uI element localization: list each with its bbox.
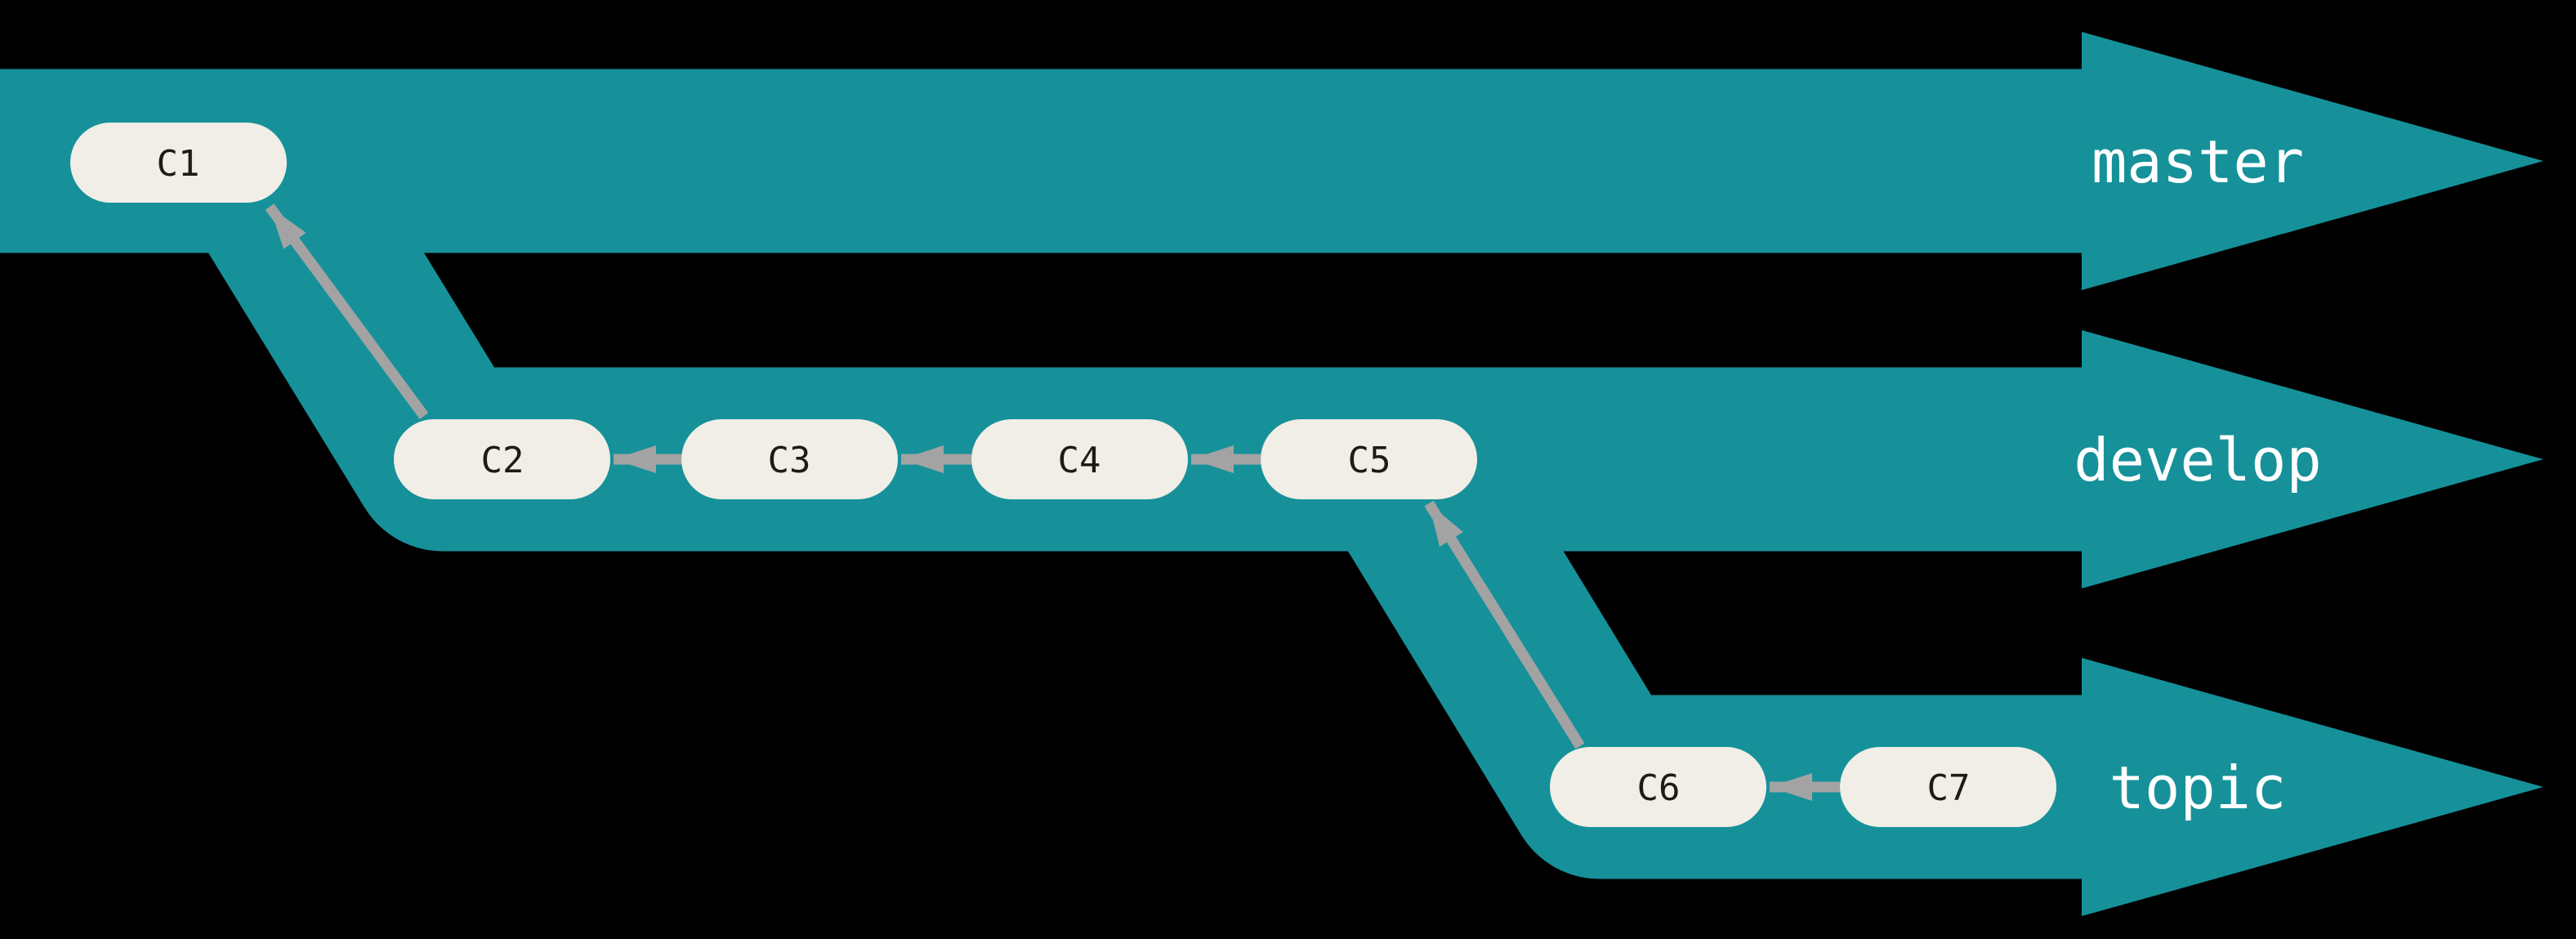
topic-arrowhead-icon [2082,658,2543,916]
develop-arrowhead-icon [2082,330,2543,588]
commit-node-c7: C7 [1840,747,2056,827]
edge-c2-c1 [265,203,429,419]
commit-label: C5 [1348,440,1391,481]
commit-node-c1: C1 [70,123,287,203]
commit-capsule [70,123,287,203]
branch-label-master: master [2092,127,2304,196]
commit-edges [265,203,1840,801]
branch-label-develop: develop [2074,426,2321,494]
commit-capsule [1550,747,1766,827]
commit-label: C4 [1058,440,1101,481]
commit-label: C3 [768,440,811,481]
commit-node-c3: C3 [681,419,898,499]
master-arrowhead-icon [2082,32,2543,290]
edge-c6-c5 [1424,500,1585,749]
commit-label: C1 [157,143,200,185]
commit-capsule [1840,747,2056,827]
commit-label: C2 [481,440,525,481]
commit-label: C7 [1927,767,1971,809]
commit-label: C6 [1637,767,1681,809]
commit-capsule [394,419,610,499]
commit-capsule [681,419,898,499]
commit-node-c6: C6 [1550,747,1766,827]
commit-node-c2: C2 [394,419,610,499]
commit-capsule [1261,419,1477,499]
commit-node-c5: C5 [1261,419,1477,499]
branch-label-topic: topic [2109,753,2287,822]
commit-node-c4: C4 [971,419,1188,499]
commit-capsule [971,419,1188,499]
